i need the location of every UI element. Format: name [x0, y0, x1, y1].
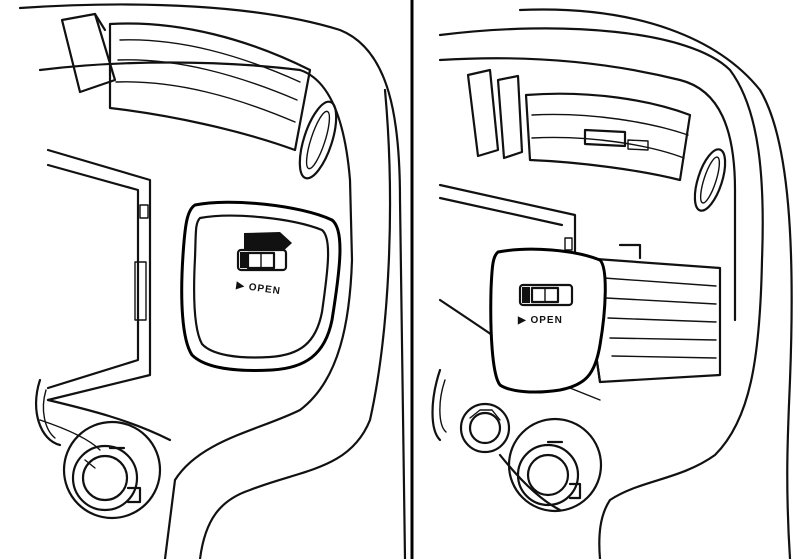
open-label: ▶ OPEN: [517, 315, 563, 326]
left-knob: [459, 402, 511, 454]
left-panel: ▶ OPEN: [18, 3, 407, 559]
right-panel: ▶ OPEN: [431, 8, 793, 559]
open-label: ▶ OPEN: [235, 280, 282, 297]
climate-knob: [62, 420, 162, 520]
ashtray-open-switch: [236, 232, 292, 272]
climate-knob: [507, 417, 603, 513]
ashtray-front: ▶ OPEN: [489, 247, 607, 394]
